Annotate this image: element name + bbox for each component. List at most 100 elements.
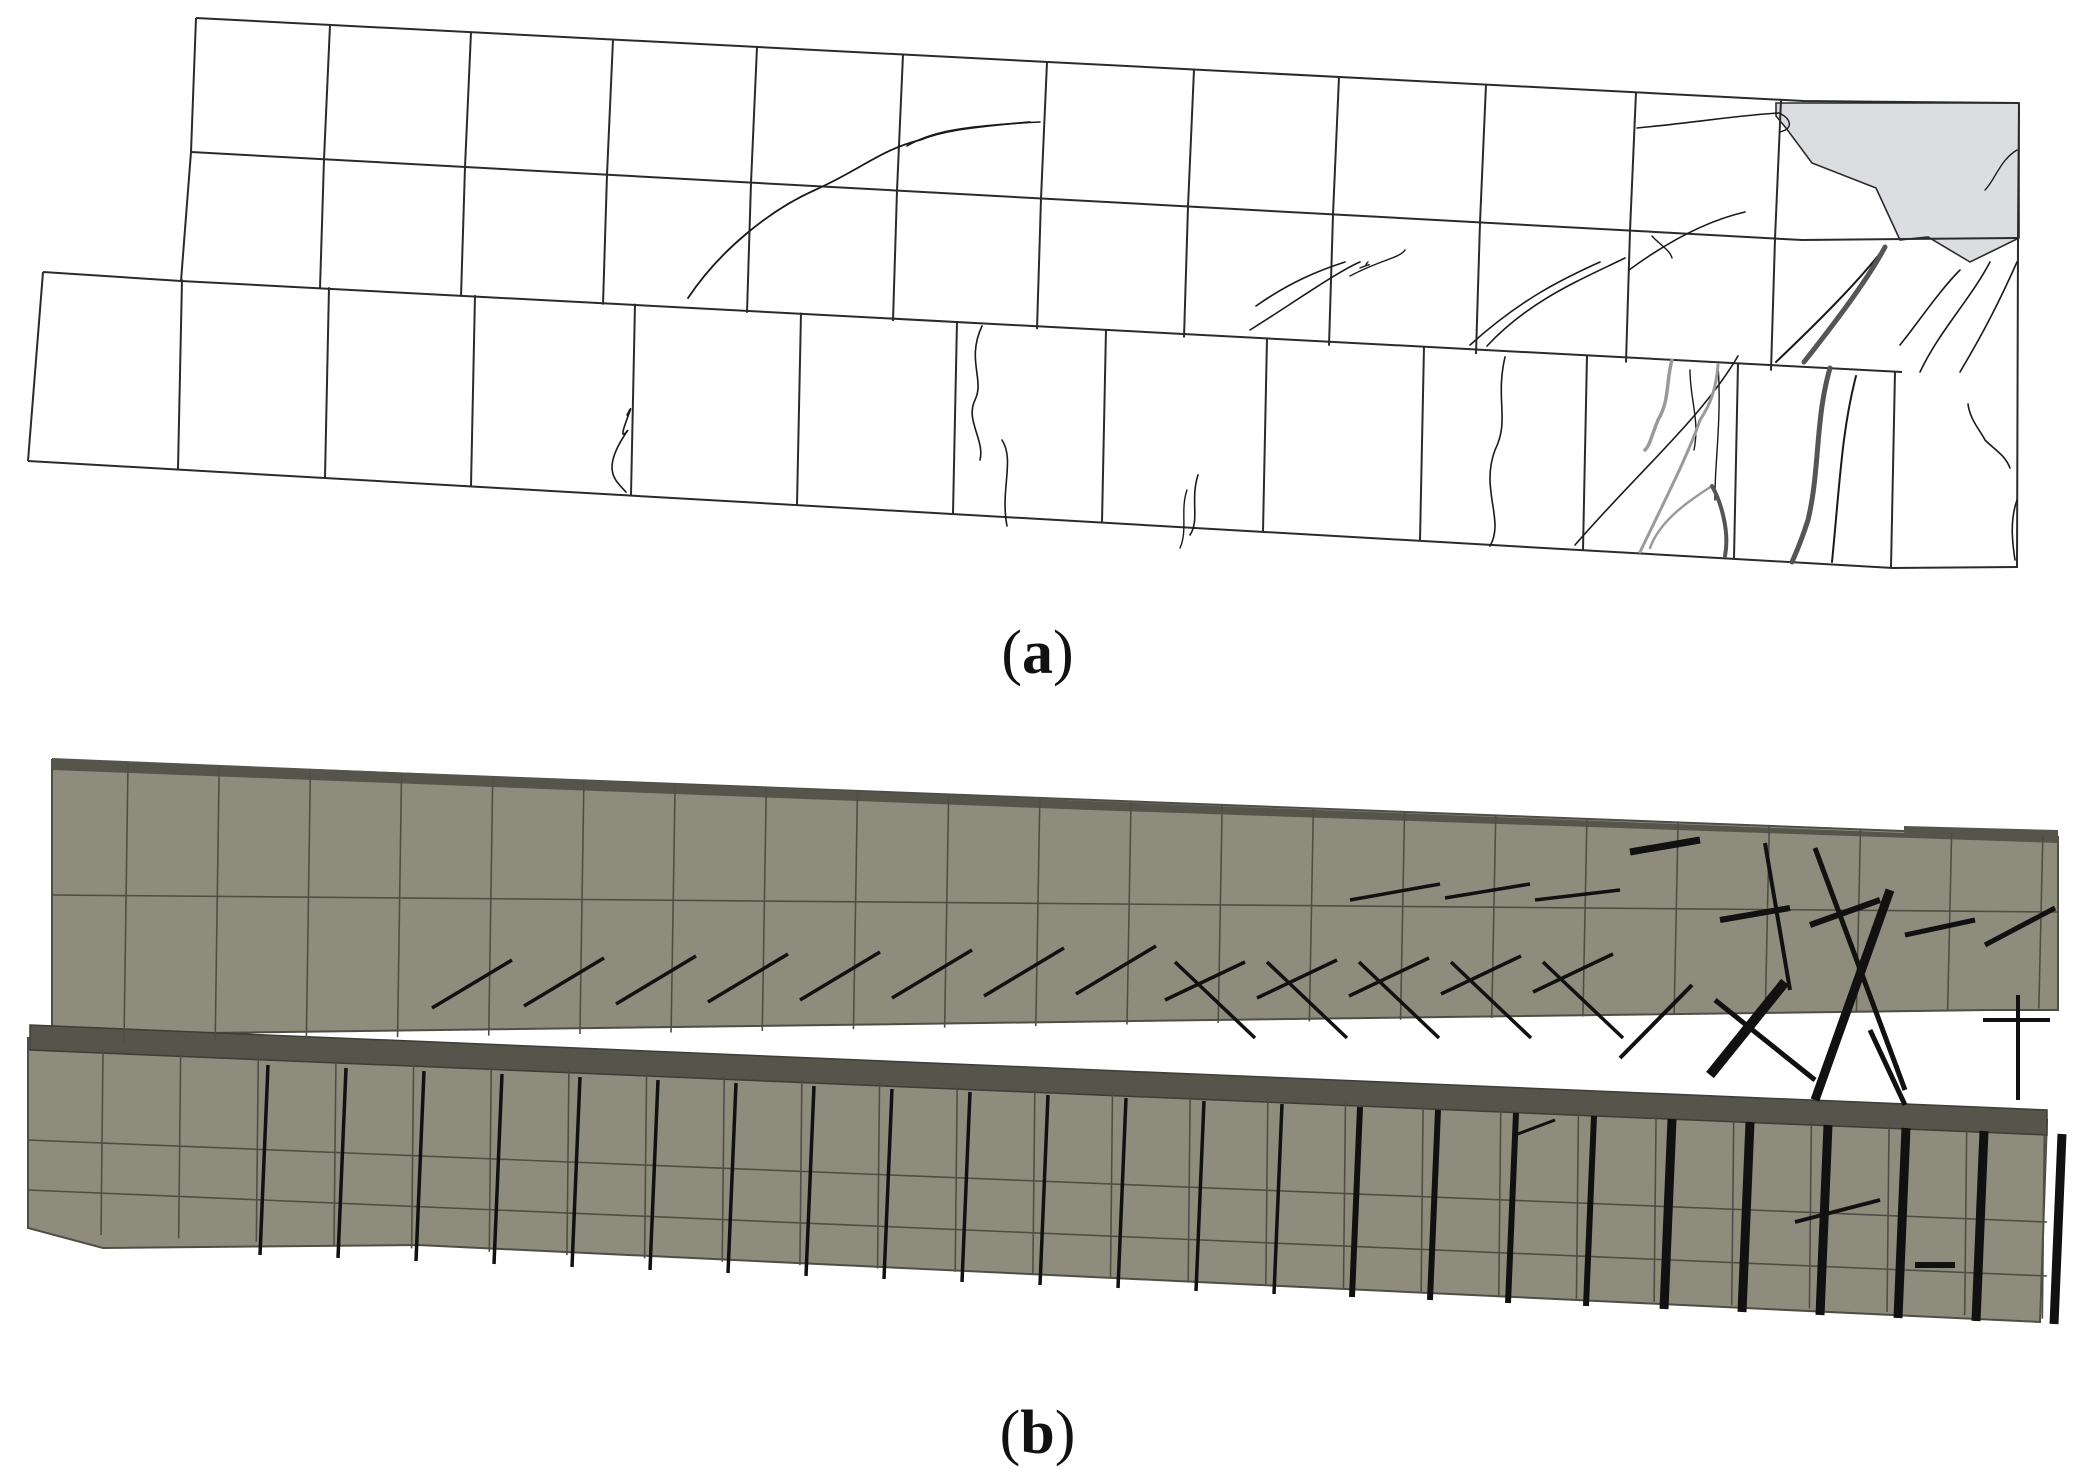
smeared-crack [1357,960,1441,1040]
web-left-edge [27,271,44,462]
crack-line [2011,499,2018,561]
mesh-row-line-3 [27,460,2019,570]
element-col-line [487,776,494,1036]
mesh-col-line [323,24,331,160]
smeared-crack [1904,917,1976,938]
smeared-crack [891,948,973,1000]
mesh-col-line [1479,84,1487,223]
crack-line [1967,403,2011,469]
smeared-crack [1116,1097,1128,1289]
element-col-line [1308,808,1315,1022]
smeared-crack [258,1064,270,1256]
element-col-line [1730,1118,1735,1306]
smeared-crack [1038,1094,1050,1286]
element-col-line [1575,1112,1580,1299]
smeared-crack [1583,1115,1597,1307]
mesh-col-line [324,287,330,478]
smeared-crack [1440,954,1522,996]
crack-line [611,408,632,493]
crack-line [1359,261,1370,269]
element-col-line [1886,1125,1890,1312]
mesh-col-line [1183,206,1189,338]
smeared-crack [1194,1100,1206,1292]
smeared-crack [1348,956,1430,998]
element-col-line [1187,1095,1191,1282]
smeared-crack [523,956,605,1008]
element-col-line [799,1079,803,1266]
mesh-col-line [1890,371,1896,568]
element-row-line [27,1189,2048,1277]
panel-a-caption: (a) [1001,619,1074,687]
panel-a-crack-pattern [27,17,2020,570]
smeared-crack [1815,1124,1833,1316]
smeared-crack [1983,905,2057,948]
element-col-line [214,766,220,1041]
smeared-crack [615,954,697,1006]
mesh-col-line [460,167,466,297]
element-col-line [1126,801,1132,1025]
mesh-col-line [1625,230,1631,363]
mesh-col-line [470,295,476,486]
smeared-crack [336,1067,348,1259]
crack-line [1249,261,1361,331]
mesh-col-line [1036,198,1042,330]
smeared-crack [2049,1133,2067,1325]
element-col-line [305,769,312,1039]
mesh-col-line [952,321,958,514]
crack-line [1899,269,1961,346]
panel-b-element-cracks [27,758,2067,1325]
right-edge [2016,102,2020,568]
crack-line [1710,484,1729,558]
element-col-line [761,787,768,1031]
crack-line [1984,149,2018,191]
element-col-line [670,783,676,1033]
smeared-crack [648,1079,660,1271]
smeared-crack [1808,897,1882,928]
mesh-col-line [319,159,325,289]
smeared-crack [1272,1103,1284,1295]
crack-line [1574,355,1739,546]
mesh-col-line [1187,69,1195,207]
mesh-col-line [464,32,472,168]
element-col-line [1217,804,1223,1023]
crack-line [1349,249,1406,277]
element-col-line [1808,1121,1813,1309]
crack-line [1179,489,1188,549]
panel-a-label: a [1022,619,1053,687]
smeared-crack [1349,1106,1363,1298]
mesh-col-line [1040,61,1048,199]
smeared-crack [1265,960,1349,1040]
mesh-col-line [177,279,183,469]
mesh-col-line [1475,222,1481,355]
mesh-col-line [1733,363,1739,559]
smeared-crack [1514,1118,1556,1137]
element-col-line [1109,1092,1114,1279]
mesh-col-line [750,46,758,183]
smeared-crack [1713,998,1817,1082]
smeared-crack [1971,1130,1989,1322]
crack-line [1689,369,1697,451]
crack-line [906,121,1041,147]
mesh-col-line [896,54,904,191]
smeared-crack [1256,958,1338,1000]
element-col-line [1035,797,1041,1027]
element-col-line [123,762,129,1043]
smeared-crack [799,950,881,1002]
element-col-line [579,780,585,1035]
smeared-crack [1737,1121,1755,1313]
element-col-line [1490,815,1497,1019]
smeared-crack [1541,960,1625,1040]
crack-line [1636,112,1780,129]
smeared-crack [804,1085,816,1277]
smeared-crack [726,1082,738,1274]
crack-line [1469,261,1601,346]
smeared-crack [1444,882,1531,900]
smeared-crack [1794,1198,1881,1224]
crack-line [1919,261,1991,373]
crack-line [1651,235,1673,259]
smeared-crack [1449,960,1533,1040]
element-col-line [1420,1105,1424,1292]
crack-line [1486,257,1626,347]
element-row-line [51,894,2059,913]
